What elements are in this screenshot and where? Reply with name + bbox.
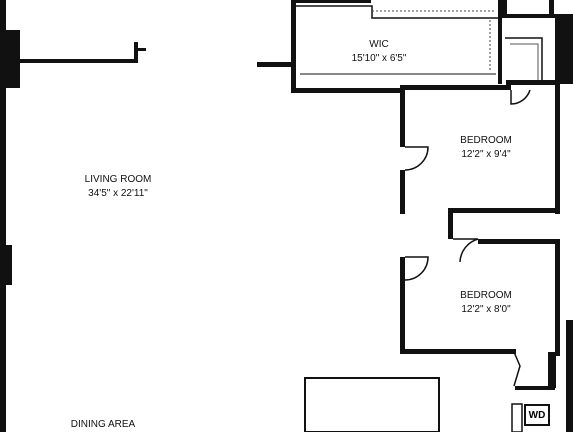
left-exterior-wall <box>0 0 20 432</box>
laundry-walls <box>511 320 573 432</box>
wic-walls <box>291 0 502 93</box>
bedroom-1-label: BEDROOM 12'2" x 9'4" <box>441 134 531 162</box>
top-right-closet <box>502 0 573 85</box>
bedroom-1-dimensions: 12'2" x 9'4" <box>461 149 511 160</box>
bedroom-1-name: BEDROOM <box>460 135 512 146</box>
wic-label: WIC 15'10" x 6'5" <box>333 38 425 66</box>
living-room-name: LIVING ROOM <box>84 174 152 185</box>
dining-area-name: DINING AREA <box>70 419 136 430</box>
kitchen-island <box>304 377 440 432</box>
living-room-dimensions: 34'5" x 22'11" <box>88 188 148 199</box>
bedroom-1-walls <box>400 84 560 214</box>
washer-dryer-fixture: WD <box>524 404 550 426</box>
bedroom-2-walls <box>400 213 560 356</box>
bedroom-2-label: BEDROOM 12'2" x 8'0" <box>441 289 531 317</box>
dining-area-label: DINING AREA <box>58 418 148 432</box>
wic-name: WIC <box>369 39 389 50</box>
bedroom-2-dimensions: 12'2" x 8'0" <box>461 304 511 315</box>
living-room-label: LIVING ROOM 34'5" x 22'11" <box>68 173 168 201</box>
top-partition-wall <box>18 42 295 67</box>
bedroom-2-name: BEDROOM <box>460 290 512 301</box>
wic-dimensions: 15'10" x 6'5" <box>351 53 407 64</box>
